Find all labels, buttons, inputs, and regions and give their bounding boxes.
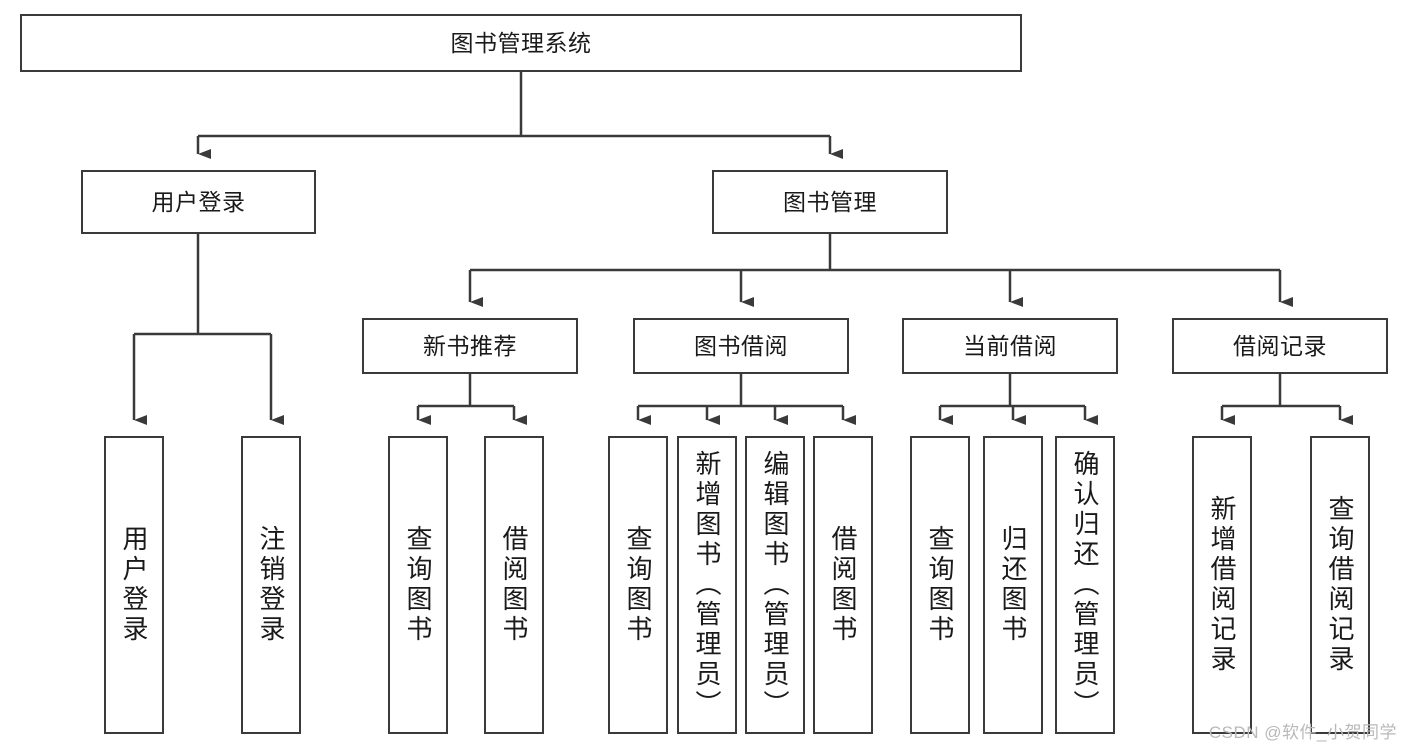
node-new-book-recommend[interactable]: 新书推荐 [362,318,578,374]
node-leaf-add-book-admin-label: 新增图书（管理员） [692,450,722,720]
node-leaf-query-book-1-label: 查询图书 [403,525,433,645]
node-user-login[interactable]: 用户登录 [81,170,316,234]
node-borrow-record-label: 借阅记录 [1233,332,1327,359]
node-leaf-add-borrow-record-label: 新增借阅记录 [1207,495,1237,675]
node-root-label: 图书管理系统 [450,29,592,56]
node-leaf-return-book-label: 归还图书 [998,525,1028,645]
node-leaf-borrow-book-2-label: 借阅图书 [828,525,858,645]
node-leaf-edit-book-admin[interactable]: 编辑图书（管理员） [745,436,805,734]
node-leaf-borrow-book-2[interactable]: 借阅图书 [813,436,873,734]
node-current-borrow[interactable]: 当前借阅 [902,318,1118,374]
node-root[interactable]: 图书管理系统 [20,14,1022,72]
node-borrow-record[interactable]: 借阅记录 [1172,318,1388,374]
node-leaf-user-login[interactable]: 用户登录 [104,436,164,734]
node-leaf-borrow-book-1-label: 借阅图书 [499,525,529,645]
node-leaf-add-book-admin[interactable]: 新增图书（管理员） [677,436,737,734]
node-leaf-query-borrow-record-label: 查询借阅记录 [1325,495,1355,675]
node-book-manage[interactable]: 图书管理 [712,170,948,234]
node-leaf-edit-book-admin-label: 编辑图书（管理员） [760,450,790,720]
node-new-book-recommend-label: 新书推荐 [423,332,517,359]
node-leaf-query-book-3[interactable]: 查询图书 [910,436,970,734]
node-leaf-return-book[interactable]: 归还图书 [983,436,1043,734]
node-leaf-query-book-2-label: 查询图书 [623,525,653,645]
node-leaf-add-borrow-record[interactable]: 新增借阅记录 [1192,436,1252,734]
node-book-borrow-label: 图书借阅 [694,332,788,359]
node-book-borrow[interactable]: 图书借阅 [633,318,849,374]
node-leaf-user-login-label: 用户登录 [119,525,149,645]
node-leaf-logout[interactable]: 注销登录 [241,436,301,734]
node-user-login-label: 用户登录 [151,188,246,215]
node-leaf-query-book-3-label: 查询图书 [925,525,955,645]
node-leaf-borrow-book-1[interactable]: 借阅图书 [484,436,544,734]
node-book-manage-label: 图书管理 [783,188,877,215]
node-current-borrow-label: 当前借阅 [963,332,1057,359]
node-leaf-confirm-return-admin[interactable]: 确认归还（管理员） [1055,436,1115,734]
node-leaf-query-borrow-record[interactable]: 查询借阅记录 [1310,436,1370,734]
node-leaf-query-book-2[interactable]: 查询图书 [608,436,668,734]
node-leaf-logout-label: 注销登录 [256,525,286,645]
node-leaf-query-book-1[interactable]: 查询图书 [388,436,448,734]
node-leaf-confirm-return-admin-label: 确认归还（管理员） [1070,450,1100,720]
